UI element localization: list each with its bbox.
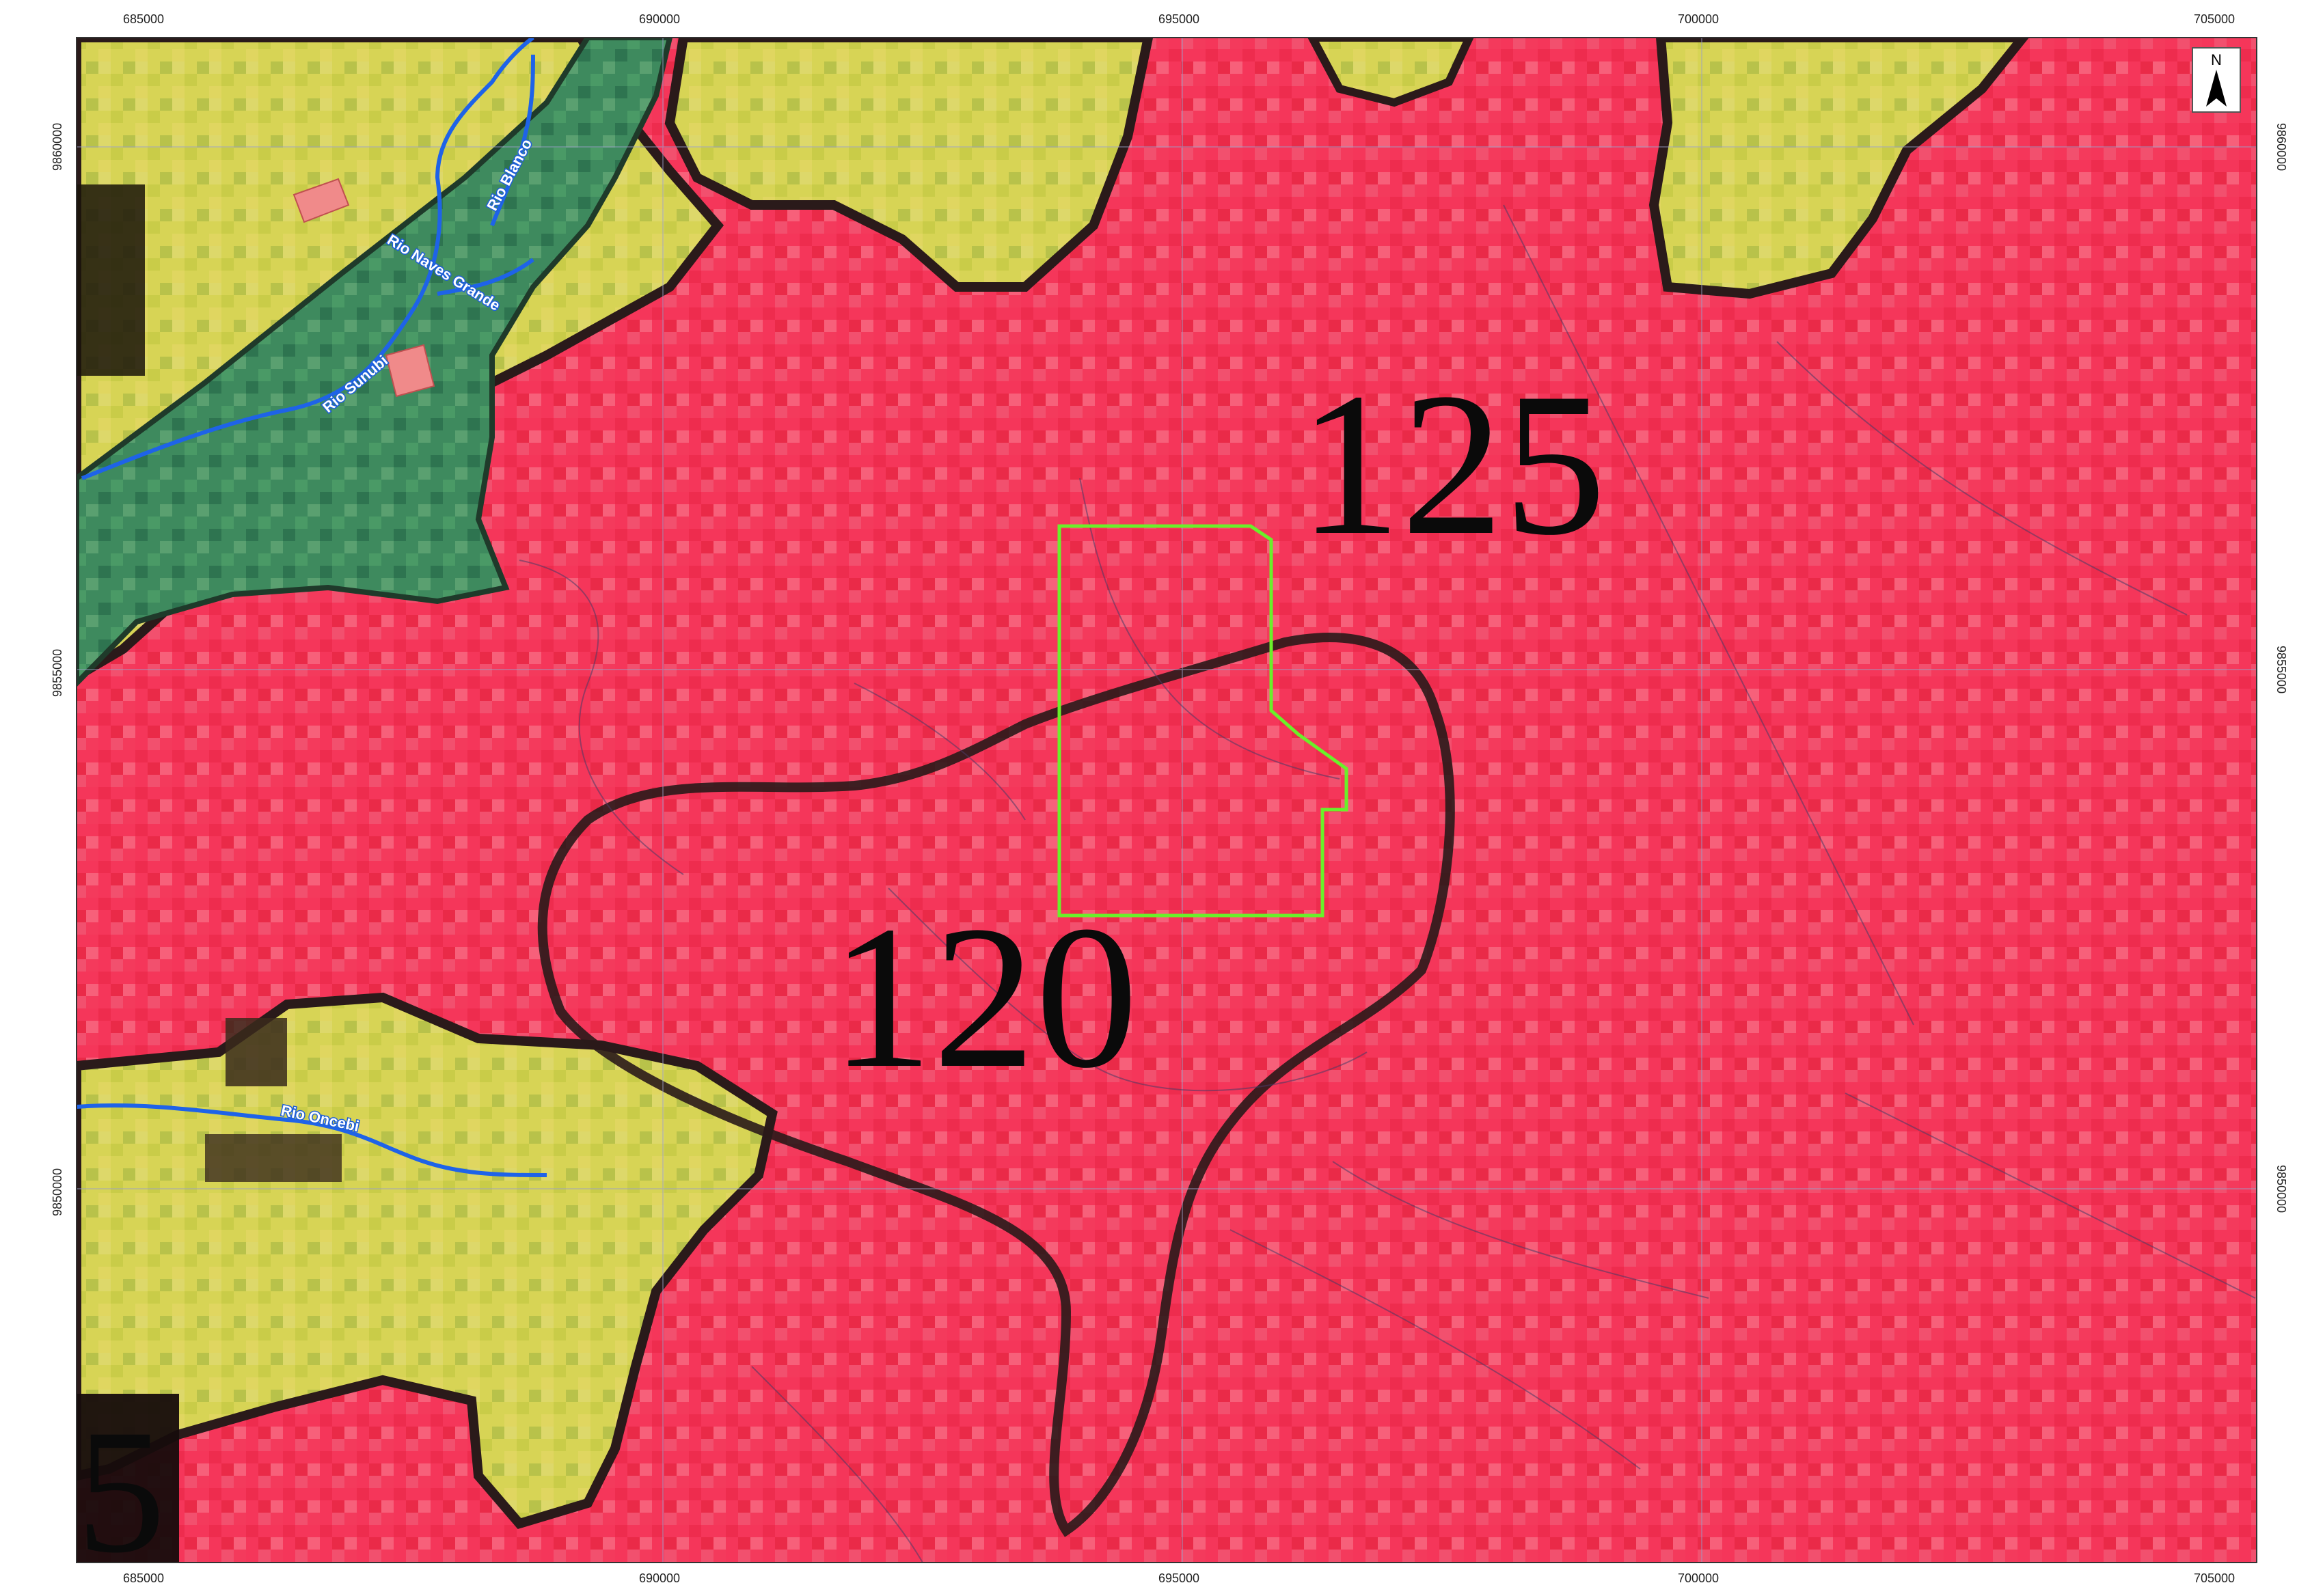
x-tick-label: 690000	[639, 12, 680, 26]
x-ticks-bottom: 685000 690000 695000 700000 705000	[123, 1571, 2235, 1585]
settlement-north	[293, 178, 350, 223]
river-network	[77, 38, 547, 1177]
map-frame	[76, 37, 2257, 1563]
north-arrow: N	[2192, 47, 2241, 113]
unit-120-boundary	[537, 633, 1455, 1537]
y-ticks-left: 9860000 9855000 9850000	[51, 123, 64, 1216]
river-rio-naves-grande	[81, 38, 534, 480]
x-tick-label: 700000	[1678, 1571, 1719, 1585]
y-tick-label: 9850000	[2274, 1165, 2288, 1213]
y-tick-label: 9860000	[2274, 123, 2288, 171]
study-area-outline	[1057, 524, 1348, 918]
x-tick-label: 705000	[2194, 12, 2235, 26]
x-tick-label: 695000	[1158, 12, 1199, 26]
settlement-center	[385, 344, 435, 398]
y-tick-label: 9850000	[51, 1168, 64, 1216]
unit-label-125: 125	[1299, 350, 1606, 577]
drainage-network	[519, 204, 2256, 1563]
unit-label-120: 120	[830, 883, 1138, 1110]
dark-patch	[77, 184, 145, 376]
x-ticks-top: 685000 690000 695000 700000 705000	[123, 12, 2235, 26]
y-tick-label: 9860000	[51, 123, 64, 171]
dark-patch	[77, 1394, 179, 1563]
x-tick-label: 685000	[123, 12, 164, 26]
y-ticks-right: 9860000 9855000 9850000	[2274, 123, 2288, 1213]
unit-label-partial: 5	[77, 1393, 165, 1590]
coordinate-grid	[77, 38, 2257, 1563]
river-rio-blanco	[490, 54, 535, 227]
x-tick-label: 700000	[1678, 12, 1719, 26]
x-tick-label: 705000	[2194, 1571, 2235, 1585]
river-rio-sunubi	[437, 258, 534, 296]
dark-patch	[226, 1018, 287, 1086]
y-tick-label: 9855000	[51, 649, 64, 697]
x-tick-label: 685000	[123, 1571, 164, 1585]
x-tick-label: 695000	[1158, 1571, 1199, 1585]
x-tick-label: 690000	[639, 1571, 680, 1585]
yellow-unit-northeast	[1648, 38, 2029, 299]
river-rio-oncebi	[77, 1103, 547, 1177]
yellow-unit-north	[664, 38, 1154, 292]
north-arrow-label: N	[2211, 51, 2222, 68]
dark-patch	[205, 1134, 342, 1182]
y-tick-label: 9855000	[2274, 646, 2288, 693]
yellow-unit-southwest	[77, 992, 778, 1530]
yellow-unit-north-small	[1307, 38, 1474, 107]
north-arrow-icon	[2206, 70, 2227, 107]
